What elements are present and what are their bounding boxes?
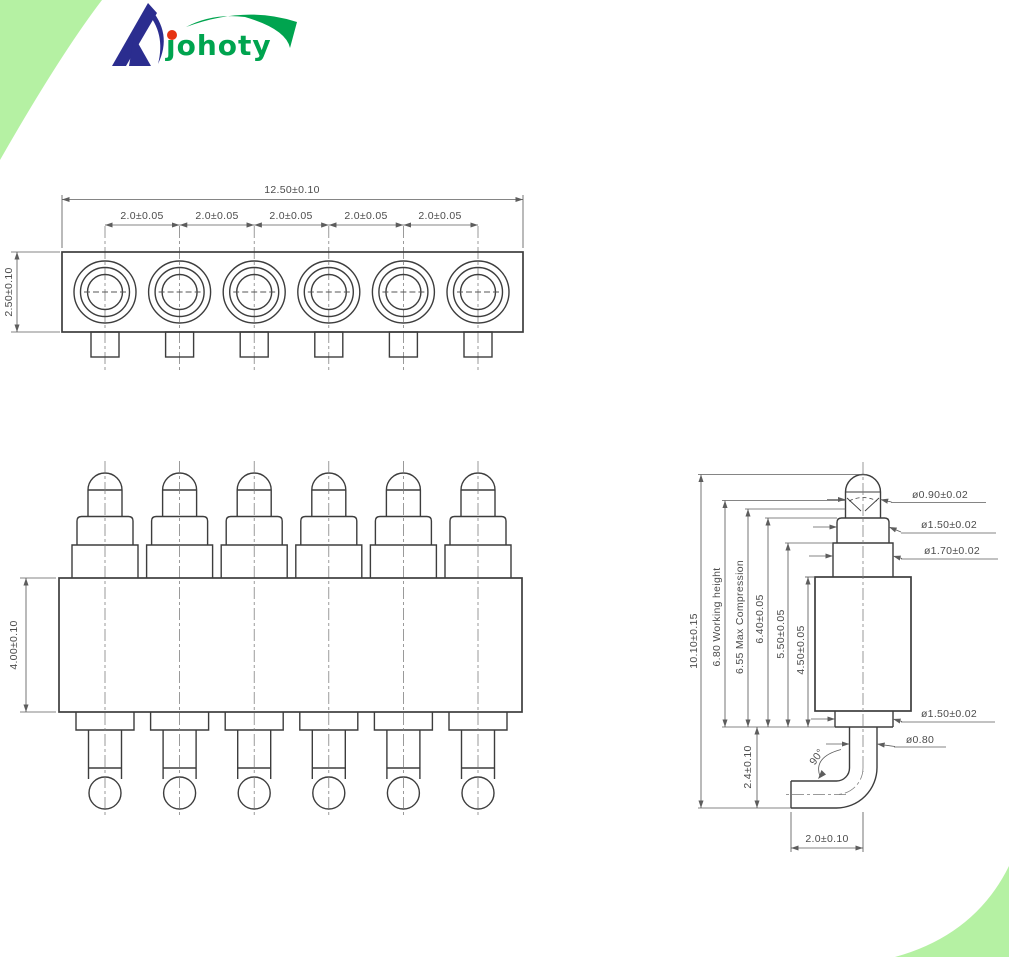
dim-overall-width: 12.50±0.10: [264, 184, 320, 196]
brand-name: johoty: [166, 29, 272, 62]
dim-pitch-3: 2.0±0.05: [269, 210, 313, 222]
logo-a-icon: [112, 3, 157, 66]
dim-max-compression: 6.55 Max Compression: [734, 560, 746, 674]
dim-top-body-height: 2.50±0.10: [3, 267, 15, 317]
dim-to-plunger-step: 6.40±0.05: [754, 594, 766, 644]
dim-foot-length: 2.0±0.10: [805, 833, 849, 845]
front-view-drawing: [20, 460, 523, 816]
dim-front-body-height: 4.00±0.10: [8, 620, 20, 670]
corner-decoration-bottom-right: [895, 866, 1009, 957]
logo-swoosh-green-icon: [186, 14, 297, 48]
dim-pitch-5: 2.0±0.05: [418, 210, 462, 222]
dim-pitch-1: 2.0±0.05: [120, 210, 164, 222]
dim-pitch-4: 2.0±0.05: [344, 210, 388, 222]
dim-working-height: 6.80 Working height: [711, 567, 723, 667]
dim-to-barrel-top: 4.50±0.05: [795, 625, 807, 675]
dim-tip-diameter: ø0.90±0.02: [911, 489, 969, 501]
dim-tail-height: 2.4±0.10: [742, 745, 754, 789]
dim-pitch-2: 2.0±0.05: [195, 210, 239, 222]
logo-swoosh-blue-icon: [146, 7, 164, 64]
dim-overall-height: 10.10±0.15: [688, 613, 700, 669]
logo-triangle-icon: [129, 36, 151, 66]
logo-mark: [112, 3, 297, 66]
side-view-drawing: [698, 462, 998, 852]
dim-plunger-diameter: ø1.50±0.02: [920, 519, 978, 531]
top-view-drawing: [11, 195, 524, 371]
corner-decoration-top-left: [0, 0, 102, 160]
dim-tail-diameter: ø0.80: [905, 734, 935, 746]
dim-to-barrel-step: 5.50±0.05: [775, 609, 787, 659]
logo-dot-icon: [167, 30, 177, 40]
dim-step-diameter: ø1.70±0.02: [923, 545, 981, 557]
dim-flange-diameter: ø1.50±0.02: [920, 708, 978, 720]
